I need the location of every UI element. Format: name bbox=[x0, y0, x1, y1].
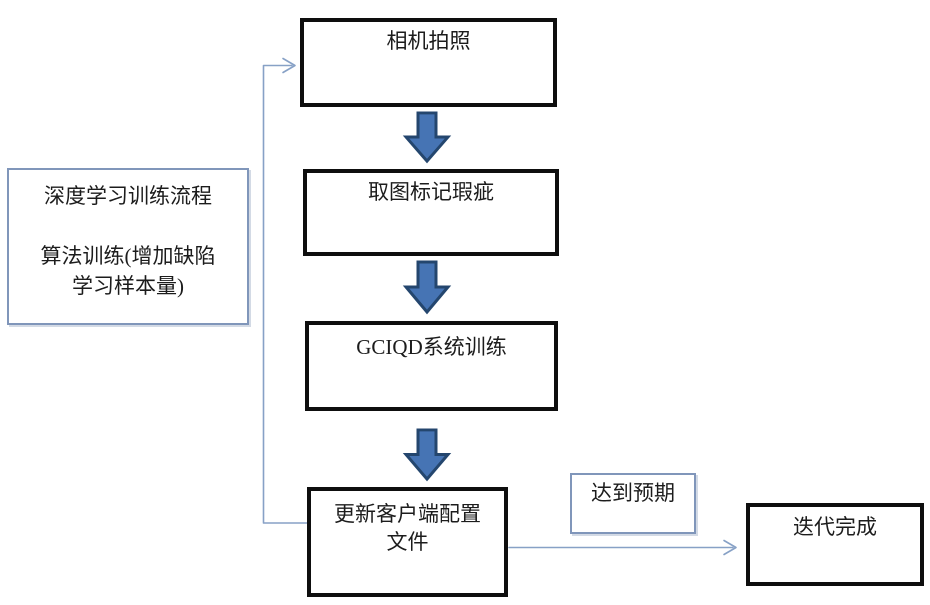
down-block-arrow-icon bbox=[402, 111, 452, 164]
note-box-training-process: 深度学习训练流程 算法训练(增加缺陷 学习样本量) bbox=[7, 168, 249, 325]
flow-box-gciqd-training: GCIQD系统训练 bbox=[305, 321, 558, 411]
flow-box-mark-defects: 取图标记瑕疵 bbox=[303, 169, 559, 256]
feedback-connector-arrow bbox=[262, 57, 308, 524]
flow-box-gciqd-training-label: GCIQD系统训练 bbox=[356, 335, 507, 359]
down-block-arrow-icon bbox=[402, 260, 452, 315]
flow-box-update-config: 更新客户端配置 文件 bbox=[307, 487, 508, 597]
flow-box-iteration-done-label: 迭代完成 bbox=[793, 515, 877, 539]
flow-box-mark-defects-label: 取图标记瑕疵 bbox=[368, 180, 494, 204]
edge-label-box-expectation: 达到预期 bbox=[570, 473, 696, 534]
flow-box-camera-label: 相机拍照 bbox=[386, 29, 471, 53]
flow-box-update-config-label: 更新客户端配置 文件 bbox=[334, 502, 481, 554]
flow-box-iteration-done: 迭代完成 bbox=[746, 503, 924, 586]
done-connector-arrow bbox=[508, 539, 737, 556]
down-block-arrow-icon bbox=[402, 428, 452, 482]
flow-box-camera: 相机拍照 bbox=[300, 18, 557, 107]
edge-label-box-expectation-label: 达到预期 bbox=[591, 481, 675, 505]
note-box-training-process-label: 深度学习训练流程 算法训练(增加缺陷 学习样本量) bbox=[40, 184, 216, 298]
